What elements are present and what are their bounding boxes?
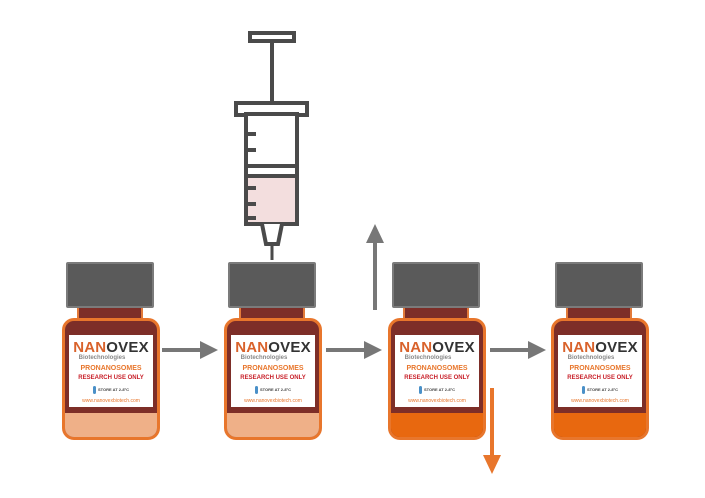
brand-subtitle: Biotechnologies (62, 355, 153, 362)
storage-info: STORE AT 2-8°C (69, 386, 153, 394)
brand-subtitle: Biotechnologies (388, 355, 479, 362)
syringe-tip (262, 224, 282, 244)
vial-liquid (65, 413, 157, 437)
product-name: PRONANOSOMES (231, 365, 315, 373)
thermometer-icon (419, 386, 422, 394)
arrow-up-icon (366, 224, 384, 310)
vial-liquid (391, 413, 483, 437)
storage-info: STORE AT 2-8°C (558, 386, 642, 394)
vial-liquid (554, 413, 646, 437)
website-url: www.nanovexbiotech.com (558, 398, 642, 404)
plunger-seal (246, 166, 297, 176)
usage-notice: RESEARCH USE ONLY (558, 375, 642, 382)
thermometer-icon (255, 386, 258, 394)
brand-subtitle: Biotechnologies (551, 355, 642, 362)
thermometer-icon (582, 386, 585, 394)
syringe-fluid (248, 172, 295, 222)
arrow-right-icon-2 (326, 341, 382, 359)
brand-logo: NANOVEX (395, 340, 479, 355)
product-name: PRONANOSOMES (69, 365, 153, 373)
vial-cap (66, 262, 154, 308)
website-url: www.nanovexbiotech.com (231, 398, 315, 404)
vial-cap (392, 262, 480, 308)
vial-cap (228, 262, 316, 308)
syringe-icon (236, 33, 307, 260)
brand-logo: NANOVEX (558, 340, 642, 355)
arrow-right-icon-3 (490, 341, 546, 359)
usage-notice: RESEARCH USE ONLY (231, 375, 315, 382)
brand-logo: NANOVEX (231, 340, 315, 355)
arrow-right-icon-1 (162, 341, 218, 359)
usage-notice: RESEARCH USE ONLY (395, 375, 479, 382)
product-name: PRONANOSOMES (558, 365, 642, 373)
vial-liquid (227, 413, 319, 437)
vial-cap (555, 262, 643, 308)
usage-notice: RESEARCH USE ONLY (69, 375, 153, 382)
brand-subtitle: Biotechnologies (224, 355, 315, 362)
storage-info: STORE AT 2-8°C (395, 386, 479, 394)
product-name: PRONANOSOMES (395, 365, 479, 373)
website-url: www.nanovexbiotech.com (395, 398, 479, 404)
thermometer-icon (93, 386, 96, 394)
brand-logo: NANOVEX (69, 340, 153, 355)
storage-info: STORE AT 2-8°C (231, 386, 315, 394)
website-url: www.nanovexbiotech.com (69, 398, 153, 404)
plunger-handle (250, 33, 294, 41)
